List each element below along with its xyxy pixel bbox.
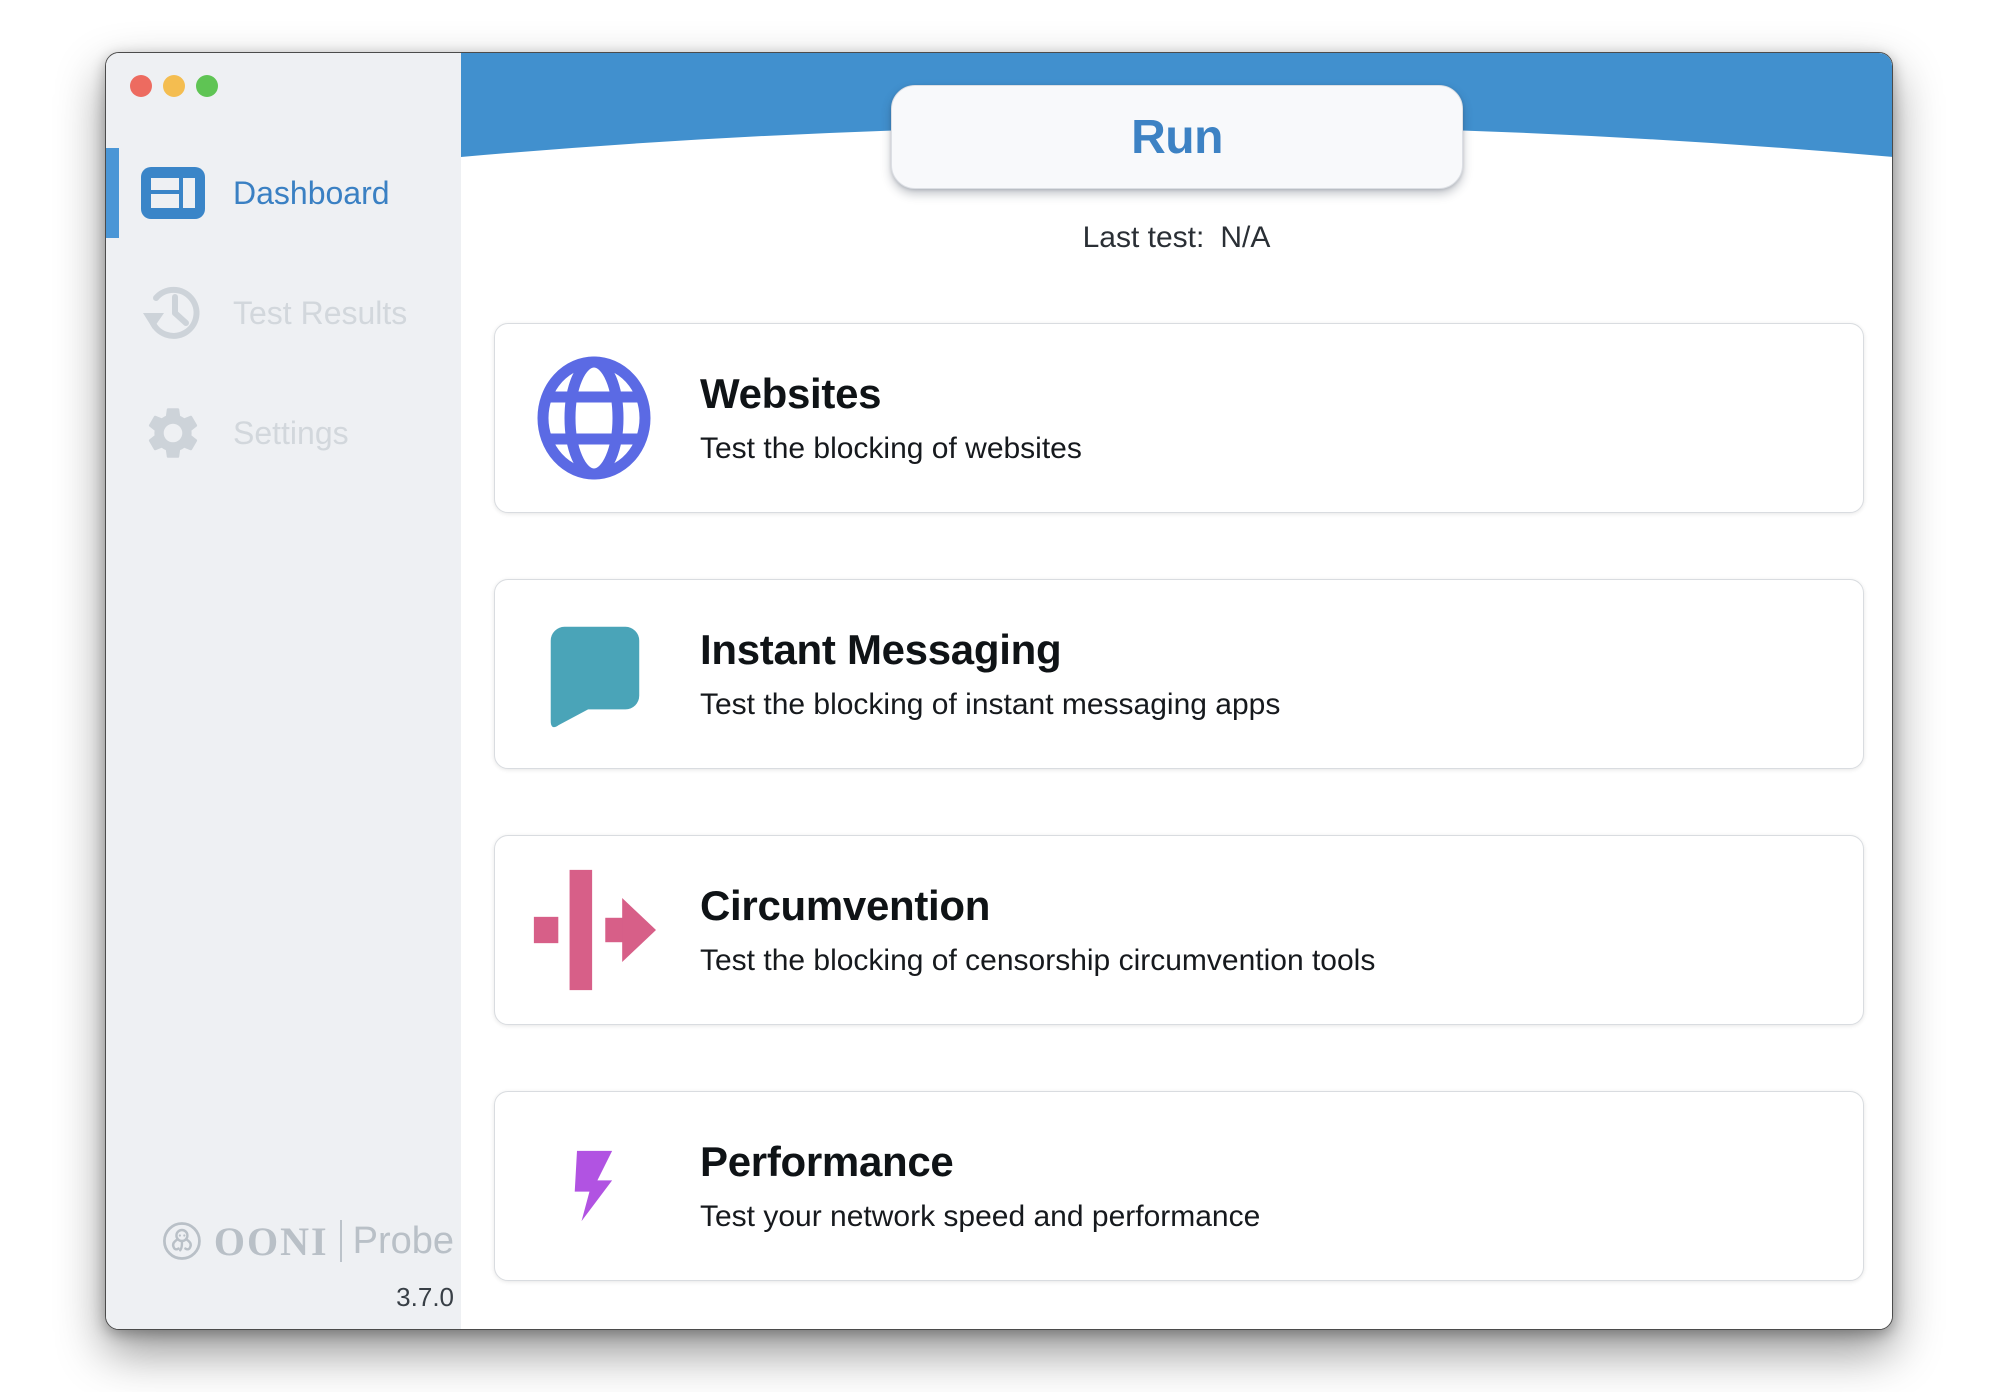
gear-icon [141, 401, 205, 465]
sidebar-item-label: Settings [233, 414, 349, 451]
card-websites[interactable]: Websites Test the blocking of websites [494, 323, 1864, 513]
sidebar-item-label: Test Results [233, 294, 408, 331]
window-controls [130, 75, 218, 97]
last-test-value: N/A [1220, 221, 1271, 254]
app-version: 3.7.0 [396, 1282, 454, 1312]
card-title: Instant Messaging [700, 626, 1062, 673]
card-description: Test the blocking of websites [700, 432, 1082, 465]
lightning-bolt-icon [532, 1124, 656, 1248]
card-title: Websites [700, 370, 882, 417]
brand-divider [339, 1220, 342, 1262]
sidebar-footer: OONI Probe 3.7.0 [162, 1212, 454, 1313]
sidebar-item-label: Dashboard [233, 174, 390, 211]
brand-ooni: OONI [213, 1218, 329, 1264]
card-title: Performance [700, 1138, 954, 1185]
brand-probe: Probe [352, 1219, 454, 1262]
test-card-list: Websites Test the blocking of websites I… [494, 323, 1864, 1281]
sidebar-item-dashboard[interactable]: Dashboard [106, 133, 461, 253]
globe-icon [532, 356, 656, 480]
card-description: Test the blocking of instant messaging a… [700, 688, 1281, 721]
history-icon [141, 281, 205, 345]
minimize-button[interactable] [163, 75, 185, 97]
sidebar: Dashboard Test Results [106, 53, 461, 1329]
card-title: Circumvention [700, 882, 991, 929]
ooni-probe-logo: OONI Probe [162, 1212, 454, 1270]
dashboard-icon [141, 161, 205, 225]
last-test-label: Last test: [1082, 221, 1205, 254]
sidebar-nav: Dashboard Test Results [106, 133, 461, 493]
card-instant-messaging[interactable]: Instant Messaging Test the blocking of i… [494, 579, 1864, 769]
card-performance[interactable]: Performance Test your network speed and … [494, 1091, 1864, 1281]
main-content: Run Last test: N/A Websites Test the bloc… [461, 53, 1892, 1329]
card-description: Test the blocking of censorship circumve… [700, 944, 1376, 977]
circumvention-arrow-icon [532, 868, 656, 992]
last-test-status: Last test: N/A [461, 221, 1892, 255]
card-description: Test your network speed and performance [700, 1200, 1261, 1233]
sidebar-item-settings[interactable]: Settings [106, 373, 461, 493]
active-indicator [106, 148, 119, 238]
close-button[interactable] [130, 75, 152, 97]
chat-bubble-icon [532, 612, 656, 736]
app-window: Dashboard Test Results [105, 52, 1893, 1330]
run-button[interactable]: Run [891, 85, 1463, 189]
card-circumvention[interactable]: Circumvention Test the blocking of censo… [494, 835, 1864, 1025]
run-button-label: Run [1131, 110, 1223, 164]
sidebar-item-test-results[interactable]: Test Results [106, 253, 461, 373]
zoom-button[interactable] [196, 75, 218, 97]
ooni-octopus-logo [163, 1222, 201, 1260]
